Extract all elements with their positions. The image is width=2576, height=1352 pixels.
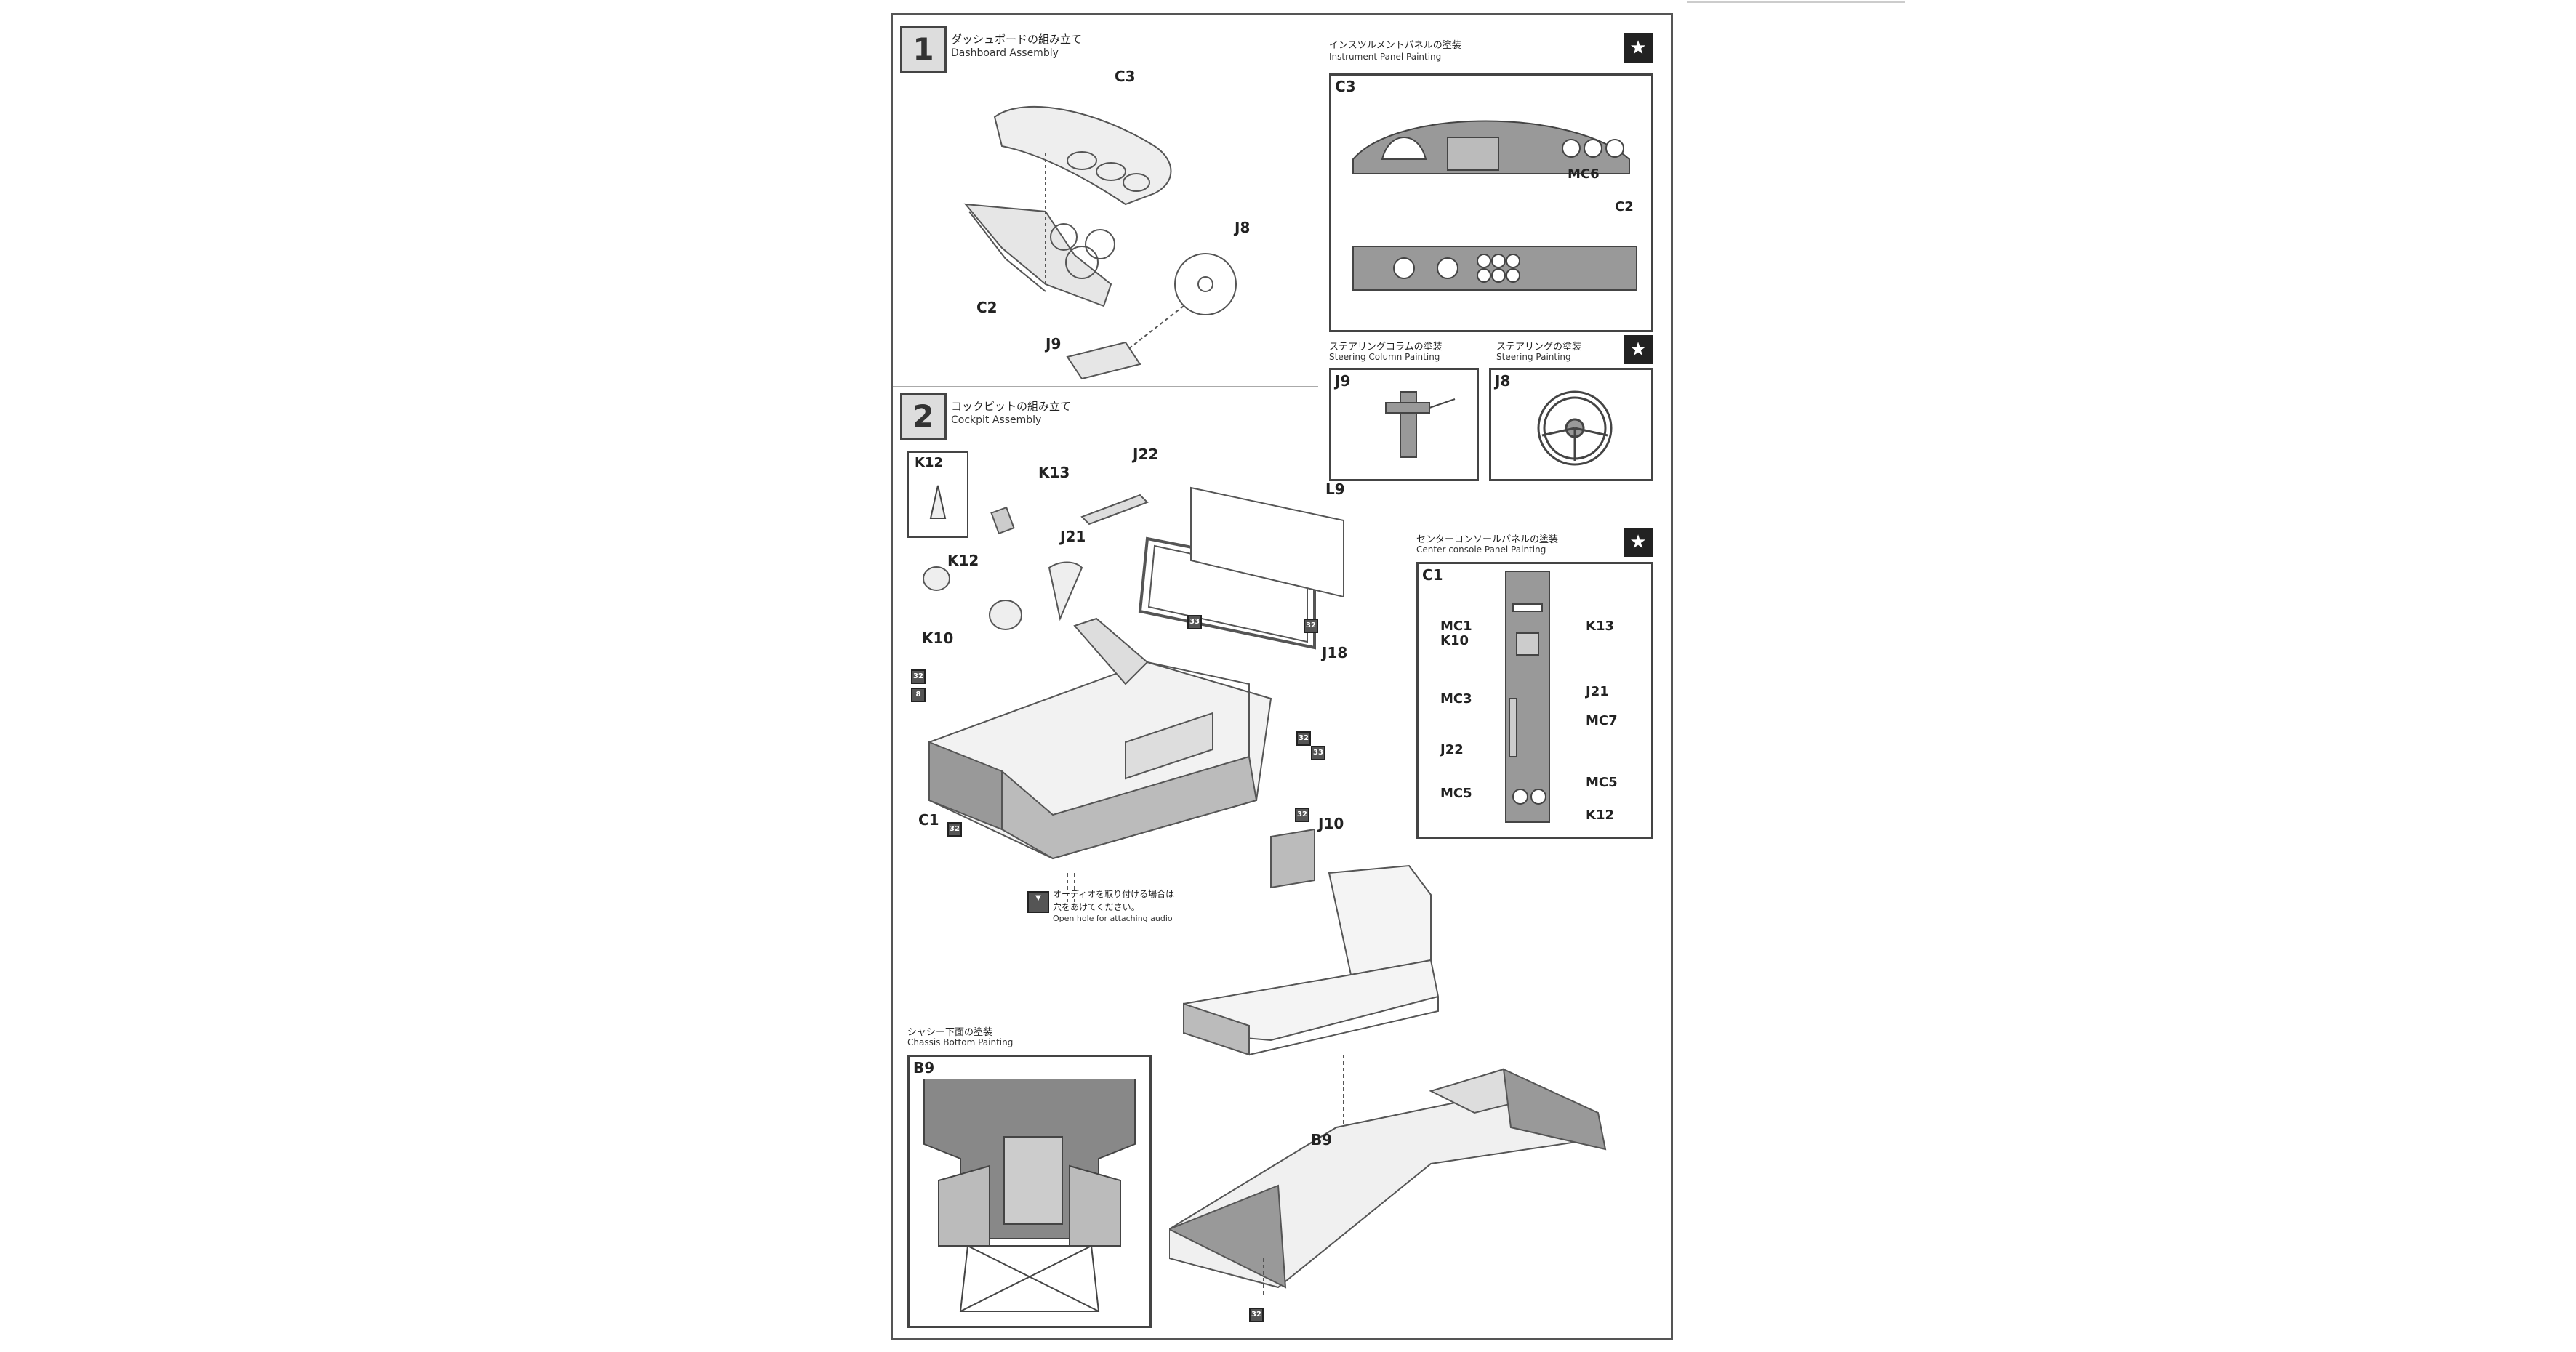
step-2-part-label: J18 bbox=[1322, 644, 1348, 661]
color-code-badge: 32 bbox=[911, 669, 926, 684]
color-code-badge: 32 bbox=[1295, 808, 1309, 822]
chassis-assembly-drawing bbox=[1169, 864, 1607, 1295]
note-jp-line2: 穴をあけてください。 bbox=[1053, 902, 1140, 912]
dashboard-assembly-drawing bbox=[963, 105, 1237, 380]
center-console-title-en: Center console Panel Painting bbox=[1416, 544, 1546, 555]
instrument-panel-top-label: C3 bbox=[1335, 78, 1356, 95]
steering-title-en: Steering Painting bbox=[1496, 352, 1571, 362]
console-left-label: MC5 bbox=[1440, 786, 1472, 801]
instrument-panel-title-en: Instrument Panel Painting bbox=[1329, 52, 1442, 62]
chassis-title-en: Chassis Bottom Painting bbox=[907, 1037, 1014, 1047]
steering-column-title-en: Steering Column Painting bbox=[1329, 352, 1440, 362]
step-2-part-label: J21 bbox=[1060, 528, 1086, 545]
k12-detail-label: K12 bbox=[915, 455, 943, 470]
top-right-rule bbox=[1687, 1, 1905, 3]
step-1-part-label: C3 bbox=[1115, 68, 1136, 85]
console-right-label: MC5 bbox=[1586, 775, 1618, 790]
console-right-label: K13 bbox=[1586, 619, 1614, 634]
step-2-part-label: L9 bbox=[1325, 480, 1345, 498]
step-2-part-label: J22 bbox=[1133, 446, 1159, 463]
chassis-title-jp: シャシー下面の塗装 bbox=[907, 1027, 993, 1038]
color-code-badge: 8 bbox=[911, 688, 926, 702]
note-en: Open hole for attaching audio bbox=[1053, 914, 1173, 923]
steering-title-jp: ステアリングの塗装 bbox=[1496, 342, 1582, 353]
step-2-part-label: K13 bbox=[1038, 464, 1070, 481]
step-2-part-label: C1 bbox=[918, 811, 939, 829]
instrument-panel-bottom-label: C2 bbox=[1615, 199, 1634, 214]
console-right-label: K12 bbox=[1586, 808, 1614, 823]
step-2-part-label: K12 bbox=[947, 552, 979, 569]
steering-label: J8 bbox=[1495, 372, 1511, 390]
step-2-number: 2 bbox=[900, 393, 947, 440]
note-jp-line1: オーディオを取り付ける場合は bbox=[1053, 889, 1175, 899]
chassis-part-label: B9 bbox=[1311, 1131, 1333, 1148]
step-2-title-jp: コックピットの組み立て bbox=[951, 400, 1072, 413]
step-1-part-label: J8 bbox=[1235, 219, 1251, 236]
steering-column-box: J9 bbox=[1329, 368, 1479, 481]
color-code-badge: 32 bbox=[947, 822, 962, 837]
console-left-label: K10 bbox=[1440, 633, 1469, 648]
step-2-part-label: J10 bbox=[1318, 815, 1344, 832]
center-console-label: C1 bbox=[1422, 566, 1443, 584]
instrument-panel-box: C3 MC6 C2 bbox=[1329, 73, 1653, 332]
instruction-sheet: 1 ダッシュボードの組み立て Dashboard Assembly C3 J8 … bbox=[891, 13, 1673, 1340]
console-right-label: J21 bbox=[1586, 684, 1609, 699]
color-code-badge: 32 bbox=[1304, 619, 1318, 633]
console-left-label: MC3 bbox=[1440, 691, 1472, 707]
color-code-badge: 33 bbox=[1187, 615, 1202, 629]
step-2-part-label: K10 bbox=[922, 629, 954, 647]
center-console-title-jp: センターコンソールパネルの塗装 bbox=[1416, 534, 1559, 545]
cockpit-assembly-drawing bbox=[923, 486, 1344, 902]
step-1-title-jp: ダッシュボードの組み立て bbox=[951, 33, 1083, 46]
center-console-box: C1 MC1 K10 MC3 J22 MC5 K13 J21 MC7 MC5 K… bbox=[1416, 562, 1653, 839]
step-1-part-label: C2 bbox=[976, 299, 998, 316]
instrument-panel-title-jp: インスツルメントパネルの塗装 bbox=[1329, 40, 1461, 51]
chassis-bottom-box: B9 bbox=[907, 1055, 1152, 1328]
instrument-panel-mc-label: MC6 bbox=[1568, 166, 1600, 182]
k12-detail-box: K12 bbox=[907, 451, 968, 538]
paint-star-icon: ★ bbox=[1624, 528, 1653, 557]
console-left-label: J22 bbox=[1440, 742, 1464, 757]
color-code-badge: 32 bbox=[1296, 731, 1311, 746]
steering-box: J8 bbox=[1489, 368, 1653, 481]
color-code-badge: 32 bbox=[1249, 1308, 1264, 1322]
step-divider bbox=[893, 386, 1318, 387]
paint-star-icon: ★ bbox=[1624, 33, 1653, 63]
console-right-label: MC7 bbox=[1586, 713, 1618, 728]
console-left-label: MC1 bbox=[1440, 619, 1472, 634]
steering-column-title-jp: ステアリングコラムの塗装 bbox=[1329, 342, 1443, 353]
step-1-number: 1 bbox=[900, 26, 947, 73]
paint-star-icon: ★ bbox=[1624, 335, 1653, 364]
steering-column-label: J9 bbox=[1335, 372, 1351, 390]
chassis-box-label: B9 bbox=[913, 1059, 935, 1077]
step-2-title-en: Cockpit Assembly bbox=[951, 414, 1042, 426]
color-code-badge: 33 bbox=[1311, 746, 1325, 760]
drill-hole-icon: ▼ bbox=[1027, 891, 1049, 913]
step-1-title-en: Dashboard Assembly bbox=[951, 47, 1059, 59]
step-1-part-label: J9 bbox=[1046, 335, 1062, 353]
